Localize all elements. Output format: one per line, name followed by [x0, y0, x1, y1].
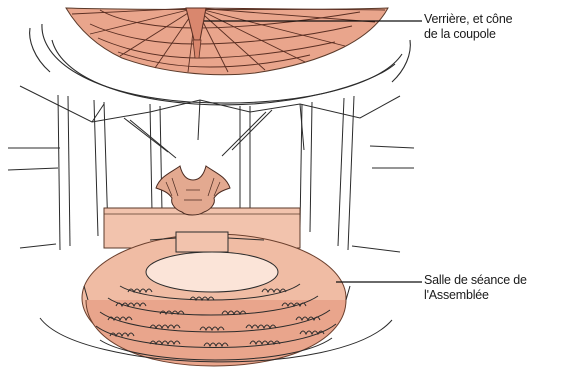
label-verriere: Verrière, et cône de la coupole: [424, 12, 512, 42]
label-verriere-line-2: de la coupole: [424, 27, 512, 42]
plenary-hall: [82, 232, 350, 366]
label-salle: Salle de séance de l'Assemblée: [424, 273, 527, 303]
label-salle-line-1: Salle de séance de: [424, 273, 527, 288]
label-salle-line-2: l'Assemblée: [424, 288, 527, 303]
dome-cone: [66, 8, 388, 75]
label-verriere-line-1: Verrière, et cône: [424, 12, 512, 27]
